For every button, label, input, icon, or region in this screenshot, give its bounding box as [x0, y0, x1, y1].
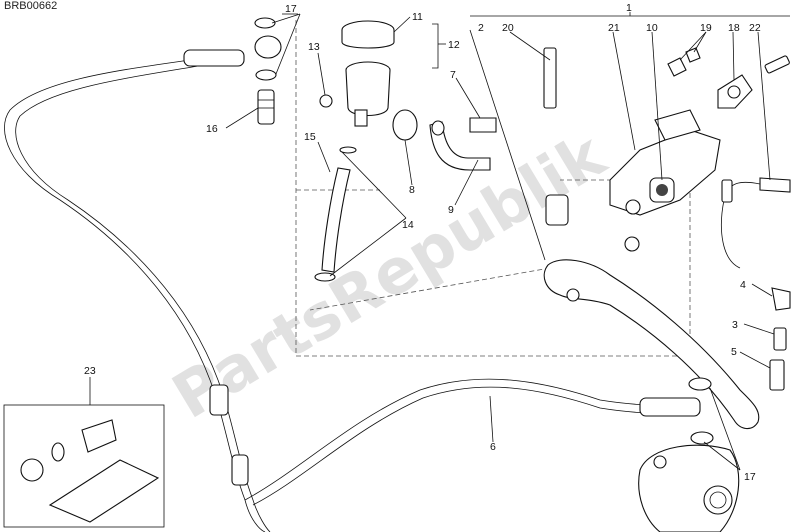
- hose-sleeve: [209, 384, 229, 416]
- callout-2: 2: [478, 22, 484, 34]
- washers-bottom: [688, 377, 714, 445]
- callout-18: 18: [728, 22, 740, 34]
- reservoir-hose: [314, 146, 357, 282]
- switch: [721, 177, 791, 269]
- hose-sleeve-2: [231, 454, 249, 486]
- callout-16: 16: [206, 123, 218, 135]
- callout-22: 22: [749, 22, 761, 34]
- small-parts: [543, 47, 790, 109]
- callout-1: 1: [626, 2, 632, 14]
- callout-13: 13: [308, 41, 320, 53]
- slave-cylinder: [638, 444, 740, 532]
- callout-15: 15: [304, 131, 316, 143]
- callout-6: 6: [490, 441, 496, 453]
- callout-21: 21: [608, 22, 620, 34]
- repair-kit: [3, 404, 165, 528]
- callout-12: 12: [448, 39, 460, 51]
- callout-17-top: 17: [285, 3, 297, 15]
- callout-23: 23: [84, 365, 96, 377]
- callout-14: 14: [402, 219, 414, 231]
- callout-20: 20: [502, 22, 514, 34]
- callouts: 1 2 3 4 5 6 7 8 9 10 11 12 13 14 15 16 1…: [84, 2, 761, 483]
- callout-3: 3: [732, 319, 738, 331]
- clutch-hose: [4, 49, 701, 532]
- callout-9: 9: [448, 204, 454, 216]
- hose-end-bottom: [639, 397, 701, 417]
- bracket: [392, 109, 497, 171]
- bleeder-parts: [769, 287, 791, 391]
- callout-10: 10: [646, 22, 658, 34]
- master-cylinder: [609, 74, 753, 252]
- clutch-lever: [543, 194, 760, 430]
- callout-17-bottom: 17: [744, 471, 756, 483]
- callout-4: 4: [740, 279, 746, 291]
- callout-8: 8: [409, 184, 415, 196]
- callout-7: 7: [450, 69, 456, 81]
- banjo-fitting-top: [254, 17, 282, 125]
- callout-5: 5: [731, 346, 737, 358]
- diagram-code: BRB00662: [4, 0, 58, 12]
- leader-lines: [89, 12, 790, 471]
- hose-end-top: [183, 49, 245, 67]
- callout-19: 19: [700, 22, 712, 34]
- reservoir: [319, 20, 395, 127]
- callout-11: 11: [412, 11, 423, 23]
